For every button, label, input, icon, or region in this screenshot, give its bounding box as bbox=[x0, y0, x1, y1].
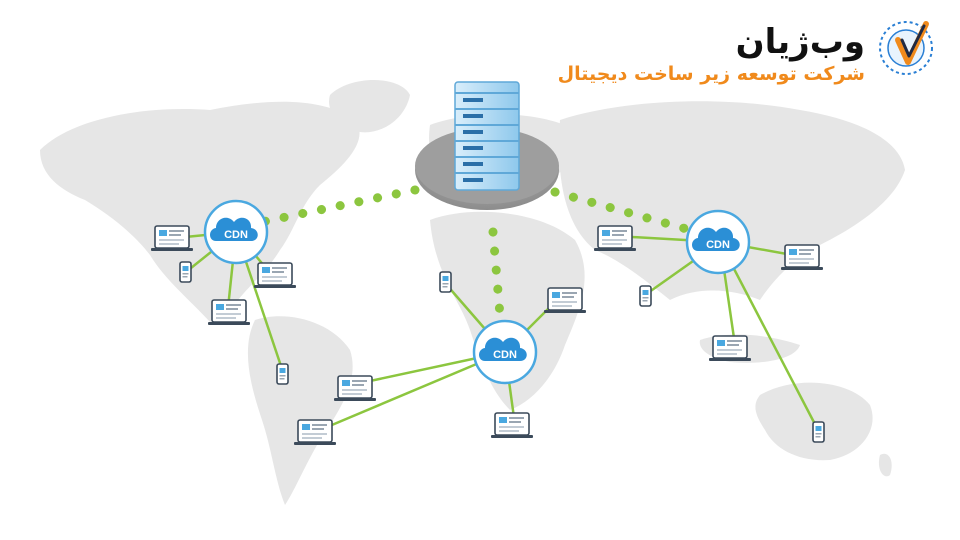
phone-icon bbox=[639, 285, 652, 307]
phone-icon bbox=[179, 261, 192, 283]
server-rack-icon bbox=[454, 81, 520, 191]
map-greenland bbox=[329, 80, 410, 133]
laptop-icon bbox=[254, 262, 296, 288]
map-new-zealand bbox=[878, 453, 892, 477]
brand-block: وب‌ژیان شرکت توسعه زیر ساخت دیجیتال bbox=[557, 22, 866, 86]
cloud-icon bbox=[210, 217, 258, 241]
laptop-icon bbox=[781, 244, 823, 270]
map-north-america bbox=[40, 101, 360, 322]
origin-link-asia bbox=[550, 187, 695, 235]
laptop-icon bbox=[151, 225, 193, 251]
laptop-icon bbox=[491, 412, 533, 438]
map-south-america bbox=[247, 316, 353, 505]
laptop-icon bbox=[294, 419, 336, 445]
laptop-icon bbox=[544, 287, 586, 313]
map-asia bbox=[559, 101, 905, 300]
cdn-node-asia: CDN bbox=[685, 209, 751, 275]
brand-tagline: شرکت توسعه زیر ساخت دیجیتال bbox=[557, 63, 865, 85]
phone-icon bbox=[276, 363, 289, 385]
origin-link-africa bbox=[488, 227, 505, 320]
map-africa bbox=[430, 211, 585, 410]
cdn-label: CDN bbox=[706, 239, 730, 251]
laptop-icon bbox=[594, 225, 636, 251]
cdn-node-north-america: CDN bbox=[203, 199, 269, 265]
cloud-icon bbox=[479, 337, 527, 361]
phone-icon bbox=[812, 421, 825, 443]
laptop-icon bbox=[208, 299, 250, 325]
phone-icon bbox=[439, 271, 452, 293]
brand-logo-icon bbox=[879, 21, 933, 75]
cloud-icon bbox=[692, 227, 740, 251]
origin-server bbox=[415, 81, 559, 210]
laptop-icon bbox=[334, 375, 376, 401]
origin-link-north-america bbox=[257, 185, 420, 227]
cdn-label: CDN bbox=[224, 229, 248, 241]
cdn-label: CDN bbox=[493, 349, 517, 361]
brand-name: وب‌ژیان bbox=[735, 22, 866, 62]
origin-links bbox=[257, 185, 695, 320]
devices bbox=[151, 225, 825, 445]
cdn-node-africa: CDN bbox=[472, 319, 538, 385]
laptop-icon bbox=[709, 335, 751, 361]
